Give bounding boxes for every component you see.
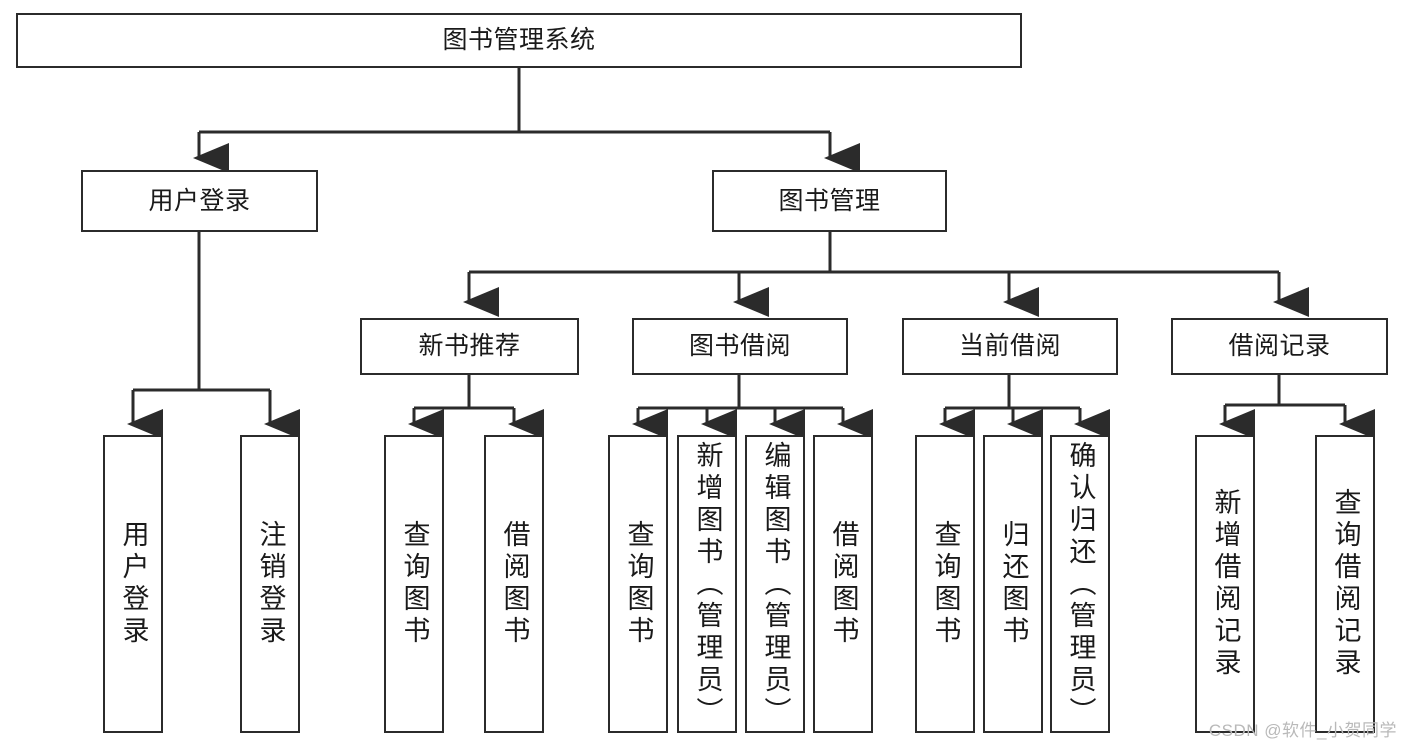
node-label: 新增图书（管理员） (692, 441, 723, 729)
node-label: 查询图书 (399, 520, 430, 648)
node-label: 归还图书 (998, 520, 1029, 648)
leaf-query-book-current[interactable]: 查询图书 (915, 435, 975, 733)
leaf-user-login[interactable]: 用户登录 (103, 435, 163, 733)
watermark-text: CSDN @软件_小贺同学 (1208, 721, 1397, 740)
node-book-borrow[interactable]: 图书借阅 (632, 318, 848, 375)
node-borrow-record[interactable]: 借阅记录 (1171, 318, 1388, 375)
node-label: 借阅图书 (499, 520, 530, 648)
node-label: 确认归还（管理员） (1065, 441, 1096, 729)
node-label: 编辑图书（管理员） (760, 441, 791, 729)
node-book-management[interactable]: 图书管理 (712, 170, 947, 232)
node-label: 用户登录 (148, 186, 251, 215)
leaf-edit-book-admin[interactable]: 编辑图书（管理员） (745, 435, 805, 733)
node-label: 借阅图书 (828, 520, 859, 648)
leaf-query-book-recommend[interactable]: 查询图书 (384, 435, 444, 733)
node-label: 注销登录 (255, 520, 286, 648)
node-new-book-recommend[interactable]: 新书推荐 (360, 318, 579, 375)
leaf-query-borrow-record[interactable]: 查询借阅记录 (1315, 435, 1375, 733)
leaf-borrow-book-recommend[interactable]: 借阅图书 (484, 435, 544, 733)
node-label: 查询图书 (930, 520, 961, 648)
leaf-query-book-borrow[interactable]: 查询图书 (608, 435, 668, 733)
leaf-confirm-return-admin[interactable]: 确认归还（管理员） (1050, 435, 1110, 733)
leaf-return-book[interactable]: 归还图书 (983, 435, 1043, 733)
node-label: 图书管理系统 (442, 26, 596, 54)
node-label: 新增借阅记录 (1210, 488, 1241, 680)
node-label: 图书借阅 (688, 332, 791, 360)
node-current-borrow[interactable]: 当前借阅 (902, 318, 1118, 375)
node-label: 查询图书 (623, 520, 654, 648)
leaf-add-book-admin[interactable]: 新增图书（管理员） (677, 435, 737, 733)
node-label: 新书推荐 (418, 332, 521, 360)
node-label: 图书管理 (778, 186, 881, 215)
leaf-borrow-book[interactable]: 借阅图书 (813, 435, 873, 733)
node-label: 当前借阅 (958, 332, 1061, 360)
leaf-user-logout[interactable]: 注销登录 (240, 435, 300, 733)
node-label: 查询借阅记录 (1330, 488, 1361, 680)
node-user-login[interactable]: 用户登录 (81, 170, 318, 232)
node-label: 借阅记录 (1228, 332, 1331, 360)
node-root-book-management-system[interactable]: 图书管理系统 (16, 13, 1022, 68)
leaf-add-borrow-record[interactable]: 新增借阅记录 (1195, 435, 1255, 733)
node-label: 用户登录 (118, 520, 149, 648)
